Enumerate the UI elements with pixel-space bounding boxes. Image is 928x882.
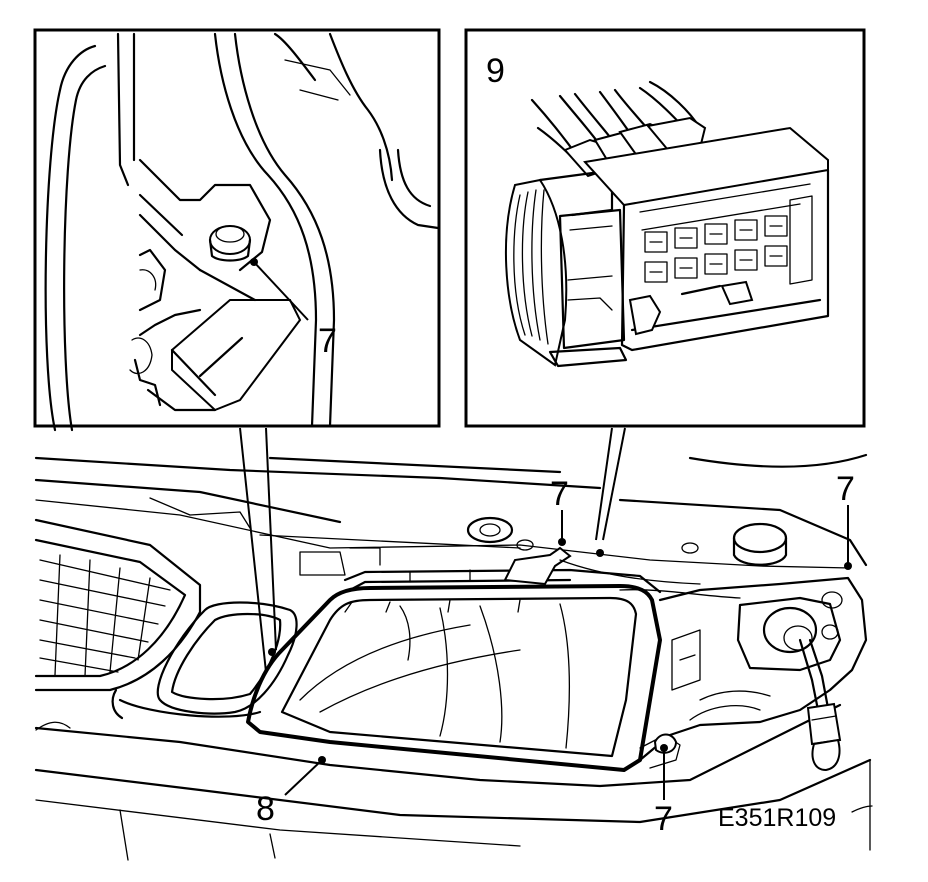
callout-headlamp-unit: 8 <box>256 790 275 828</box>
reference-code: E351R109 <box>718 804 836 832</box>
callout-fastener-bottom: 7 <box>654 800 673 838</box>
multi-pin-connector <box>504 126 830 368</box>
grille <box>34 518 202 692</box>
pin-cavities <box>644 215 788 283</box>
callout-fastener-top-center: 7 <box>550 475 569 513</box>
callout-fastener-top-right: 7 <box>836 470 855 508</box>
callout-fastener-inset: 7 <box>318 322 337 360</box>
callout-connector: 9 <box>486 52 505 90</box>
headlamp-rear-housing <box>559 559 868 772</box>
inset-fastener-detail <box>33 28 441 432</box>
headlamp-unit <box>246 546 662 772</box>
leader-lines <box>239 258 873 813</box>
front-body-assembly <box>34 453 872 861</box>
callout-labels: 7 9 7 7 8 7 E351R109 <box>256 52 855 838</box>
inset-connector-detail <box>464 28 866 428</box>
